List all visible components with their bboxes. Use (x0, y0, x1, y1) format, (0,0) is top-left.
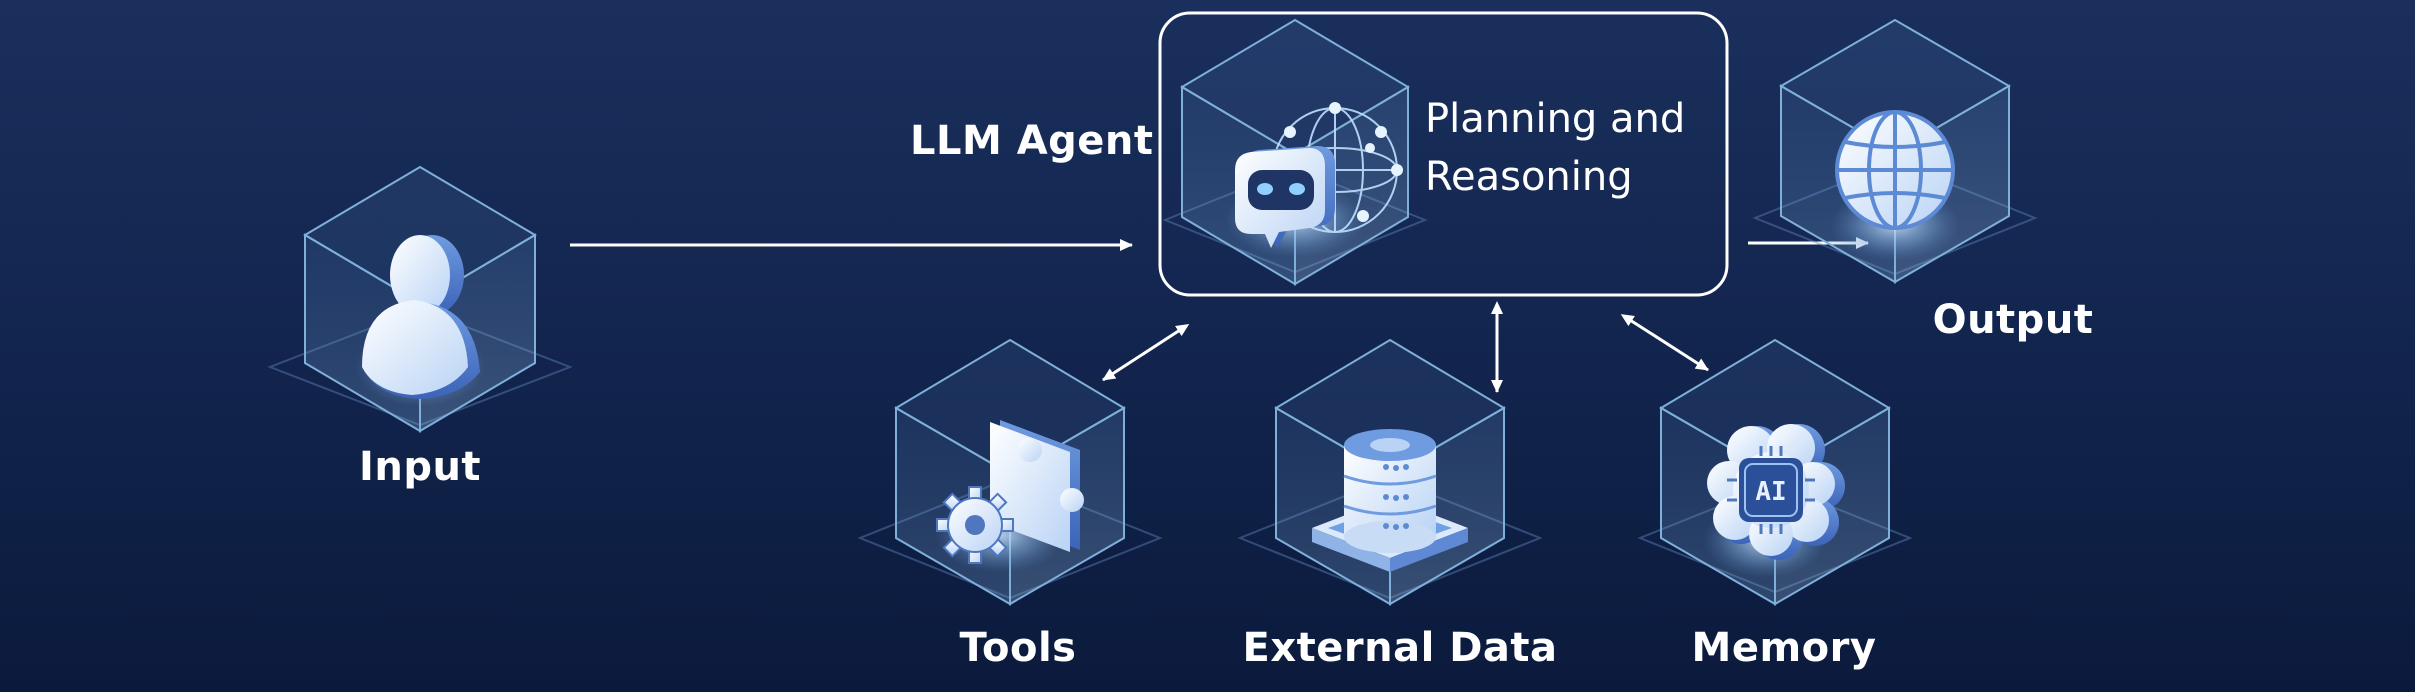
cube-output (1752, 18, 2038, 284)
ai-chip-glyph: AI (1755, 477, 1786, 507)
cube-memory: AI (1637, 338, 1913, 606)
arrow-agent-tools (1102, 324, 1190, 382)
ai-brain-icon: AI (1707, 424, 1845, 560)
database-icon (1312, 429, 1468, 572)
robot-globe-icon (1235, 102, 1403, 248)
output-label: Output (1932, 297, 2094, 343)
arrow-agent-memory (1620, 314, 1709, 372)
cube-tools (857, 338, 1163, 606)
llm-agent-label: LLM Agent (910, 118, 1154, 164)
cube-input (267, 165, 573, 433)
reasoning-line: Reasoning (1425, 154, 1633, 200)
cube-agent (1162, 18, 1428, 286)
puzzle-gear-icon (936, 420, 1084, 564)
cube-external-data (1237, 338, 1543, 606)
planning-reasoning-text: Planning and Reasoning (1425, 90, 1685, 206)
input-label: Input (358, 444, 482, 490)
memory-label: Memory (1691, 625, 1877, 671)
planning-line: Planning and (1425, 96, 1686, 142)
external-data-label: External Data (1242, 625, 1558, 671)
tools-label: Tools (959, 625, 1077, 671)
user-icon (362, 235, 480, 399)
globe-icon (1835, 110, 1955, 230)
agent-box (1158, 11, 1729, 297)
